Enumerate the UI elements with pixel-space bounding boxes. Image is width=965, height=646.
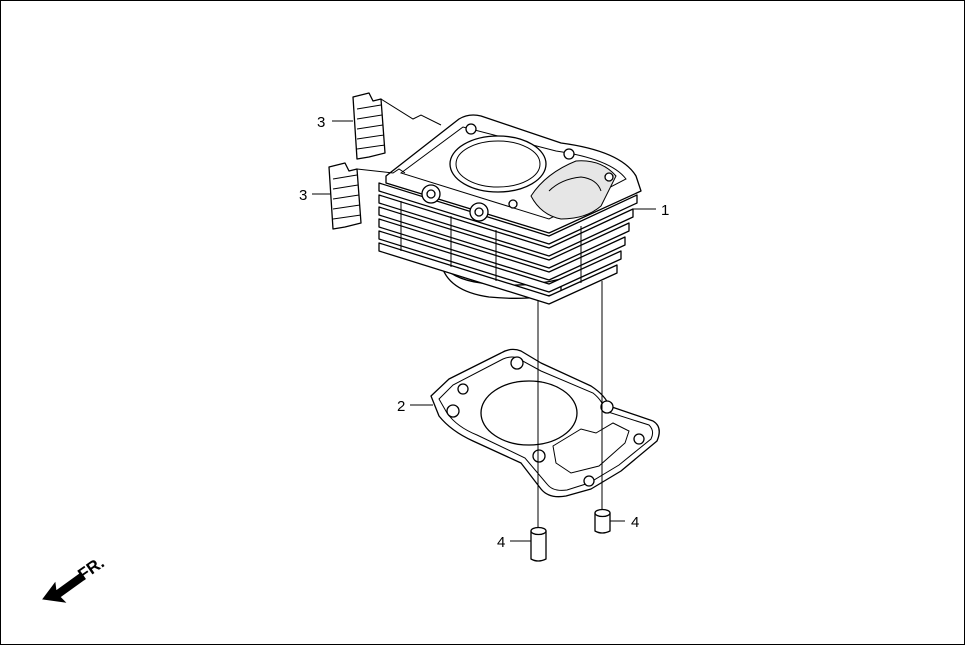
label-chain-guide-upper: 3 [317,114,325,131]
front-arrow-icon [42,572,86,603]
label-cylinder: 1 [661,202,669,219]
dowel-pin-left [530,526,547,562]
label-dowel-right: 4 [631,514,639,531]
label-dowel-left: 4 [497,534,505,551]
label-chain-guide-lower: 3 [299,187,307,204]
chain-guide-upper [352,92,386,160]
cylinder-base-gasket [430,348,660,498]
assembly-lines [537,281,603,527]
chain-guide-lower [328,162,362,230]
label-gasket: 2 [397,398,405,415]
cylinder-part [378,114,642,305]
dowel-pin-right [594,508,611,534]
front-direction-indicator: FR. [42,553,108,603]
leader-lines [312,98,656,542]
